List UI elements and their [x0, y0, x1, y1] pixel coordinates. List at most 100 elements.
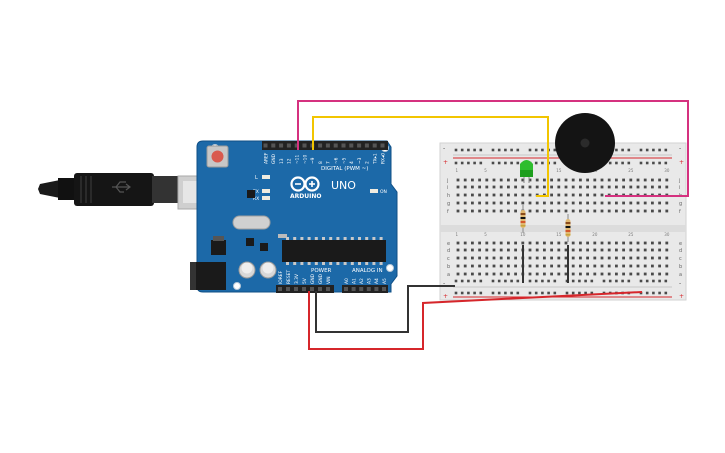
column-number: 5 [484, 168, 487, 173]
power-label: POWER [311, 268, 332, 274]
row-letter: b [679, 264, 682, 270]
l-led-icon [262, 175, 270, 179]
pin-label: ~3 [357, 157, 363, 164]
row-letter: j [678, 178, 680, 184]
row-letter: g [447, 201, 450, 207]
header-pin [366, 287, 371, 291]
buzzer-icon[interactable] [555, 113, 615, 173]
row-letter: c [447, 256, 450, 262]
pin-label: A5 [382, 278, 388, 284]
header-pin [278, 287, 282, 291]
analog-label: ANALOG IN [352, 268, 383, 274]
rx-led-icon [262, 196, 270, 200]
pin-label: A0 [344, 278, 350, 284]
column-number: 30 [664, 232, 670, 237]
row-letter: a [679, 272, 682, 278]
reset-button-icon[interactable] [206, 145, 229, 168]
rail-minus-label: - [679, 280, 681, 287]
row-letter: i [447, 185, 448, 191]
row-letter: f [679, 209, 681, 215]
pin-label: ~5 [341, 157, 347, 164]
header-pin [279, 143, 284, 148]
pin-label: A2 [359, 278, 365, 284]
pin-label: AREF [263, 152, 269, 164]
row-letter: h [447, 193, 450, 199]
crystal [232, 215, 271, 230]
column-number: 1 [456, 232, 459, 237]
header-pin [351, 287, 356, 291]
pin-label: A3 [367, 278, 373, 284]
rail-plus-label: + [443, 159, 448, 166]
header-pin [310, 287, 314, 291]
header-pin [318, 287, 322, 291]
wire-red [308, 291, 643, 350]
pin-label: TX▸1 [373, 153, 379, 165]
column-number: 10 [520, 232, 526, 237]
digital-label: DIGITAL (PWM ~) [321, 166, 368, 172]
rx-label: RX [253, 196, 259, 202]
header-pin [294, 287, 298, 291]
on-label: ON [380, 189, 387, 195]
pin-label: RESET [286, 270, 292, 284]
arduino-logo-icon [290, 176, 320, 192]
header-pin [359, 287, 364, 291]
resistor-icon[interactable] [565, 214, 571, 242]
led-icon[interactable] [520, 160, 533, 183]
rail-minus-label: - [443, 145, 445, 152]
column-number: 15 [556, 168, 562, 173]
pin-label: VIN [326, 276, 332, 284]
header-pin [302, 287, 306, 291]
header-pin [382, 287, 386, 291]
pin-label: 5V [302, 278, 308, 284]
pin-label: A1 [351, 278, 357, 284]
usb-cable-icon [38, 173, 207, 210]
power-header [278, 287, 330, 291]
pin-label: ~6 [334, 157, 340, 164]
resistor-icon[interactable] [520, 205, 526, 233]
row-letter: g [679, 201, 682, 207]
column-number: 5 [484, 232, 487, 237]
brand-label: ARDUINO [290, 193, 321, 200]
column-number: 1 [456, 168, 459, 173]
row-letter: d [679, 248, 682, 254]
usb-chip [247, 190, 255, 198]
column-number: 15 [556, 232, 562, 237]
pin-label: GND [318, 273, 324, 284]
wire-magenta [297, 100, 689, 197]
header-pin [333, 143, 338, 148]
row-letter: e [679, 241, 682, 247]
pin-label: 4 [349, 161, 355, 164]
header-pin [357, 143, 362, 148]
row-letter: d [447, 248, 450, 254]
l-label: L [255, 175, 258, 181]
header-pin [286, 143, 291, 148]
on-led-icon [370, 189, 378, 193]
row-letter: b [447, 264, 450, 270]
row-letter: a [447, 272, 450, 278]
header-pin [302, 143, 307, 148]
pin-label: IOREF [278, 270, 284, 284]
pin-label: ~9 [310, 157, 316, 164]
header-pin [374, 287, 379, 291]
header-pin [380, 143, 385, 148]
atmega-chip [278, 234, 386, 265]
row-letter: e [447, 241, 450, 247]
rail-plus-label: + [679, 293, 684, 300]
header-pin [364, 143, 369, 148]
pin-label: RX◂0 [380, 153, 386, 164]
column-number: 30 [664, 168, 670, 173]
header-pin [349, 143, 354, 148]
header-pin [294, 143, 299, 148]
row-letter: f [447, 209, 449, 215]
pin-label: 8 [318, 161, 324, 164]
header-pin [271, 143, 276, 148]
column-number: 20 [592, 232, 598, 237]
rail-minus-label: - [679, 145, 681, 152]
pin-label: GND [310, 273, 316, 284]
